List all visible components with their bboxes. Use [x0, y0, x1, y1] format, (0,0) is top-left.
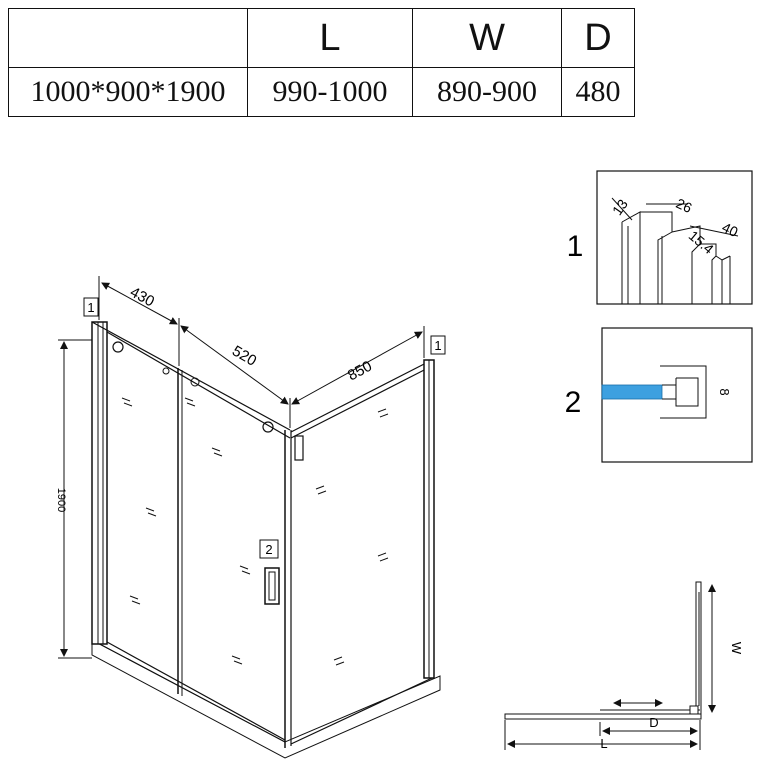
dim-label-850: 850 — [345, 358, 375, 385]
plan-label-d: D — [649, 715, 658, 730]
detail-1-frame — [596, 170, 753, 305]
spec-table: L W D 1000*900*1900 990-1000 890-900 480 — [8, 8, 635, 117]
glass-edge-bar — [602, 385, 662, 399]
svg-text:2: 2 — [265, 542, 272, 557]
spec-value-row: 1000*900*1900 990-1000 890-900 480 — [8, 67, 635, 117]
plan-label-w: W — [729, 642, 744, 655]
spec-d-value: 480 — [561, 67, 635, 117]
callout-2: 2 — [259, 539, 279, 559]
dim-label-1900: 1900 — [55, 488, 67, 512]
callout-1-right: 1 — [430, 335, 446, 355]
svg-text:1: 1 — [87, 300, 94, 315]
spec-w-range: 890-900 — [412, 67, 562, 117]
profile-section-drawing — [611, 197, 739, 304]
detail-1-dim-26: 26 — [674, 195, 695, 216]
spec-header-d: D — [561, 8, 635, 68]
spec-header-l: L — [247, 8, 413, 68]
isometric-enclosure — [91, 321, 441, 759]
dim-line-850 — [291, 331, 423, 405]
dim-line-520 — [180, 325, 289, 405]
detail-1-label: 1 — [567, 230, 584, 263]
iso-dimensions — [58, 276, 425, 659]
plan-view — [504, 581, 716, 750]
detail-2-dim-8: 8 — [717, 388, 732, 395]
glass-reflections — [121, 397, 389, 666]
plan-label-l: L — [600, 736, 607, 751]
dim-label-520: 520 — [229, 342, 259, 369]
spec-l-range: 990-1000 — [247, 67, 413, 117]
dim-line-430 — [101, 282, 178, 325]
svg-text:1: 1 — [434, 338, 441, 353]
detail-1-dim-40: 40 — [720, 219, 741, 240]
door-handle — [264, 567, 280, 605]
detail-2-label: 2 — [565, 386, 582, 419]
dim-label-430: 430 — [127, 284, 157, 311]
front-fixed-panel — [91, 321, 108, 645]
spec-size: 1000*900*1900 — [8, 67, 248, 117]
handle-section-drawing — [660, 365, 707, 419]
callout-1-left: 1 — [83, 297, 99, 317]
